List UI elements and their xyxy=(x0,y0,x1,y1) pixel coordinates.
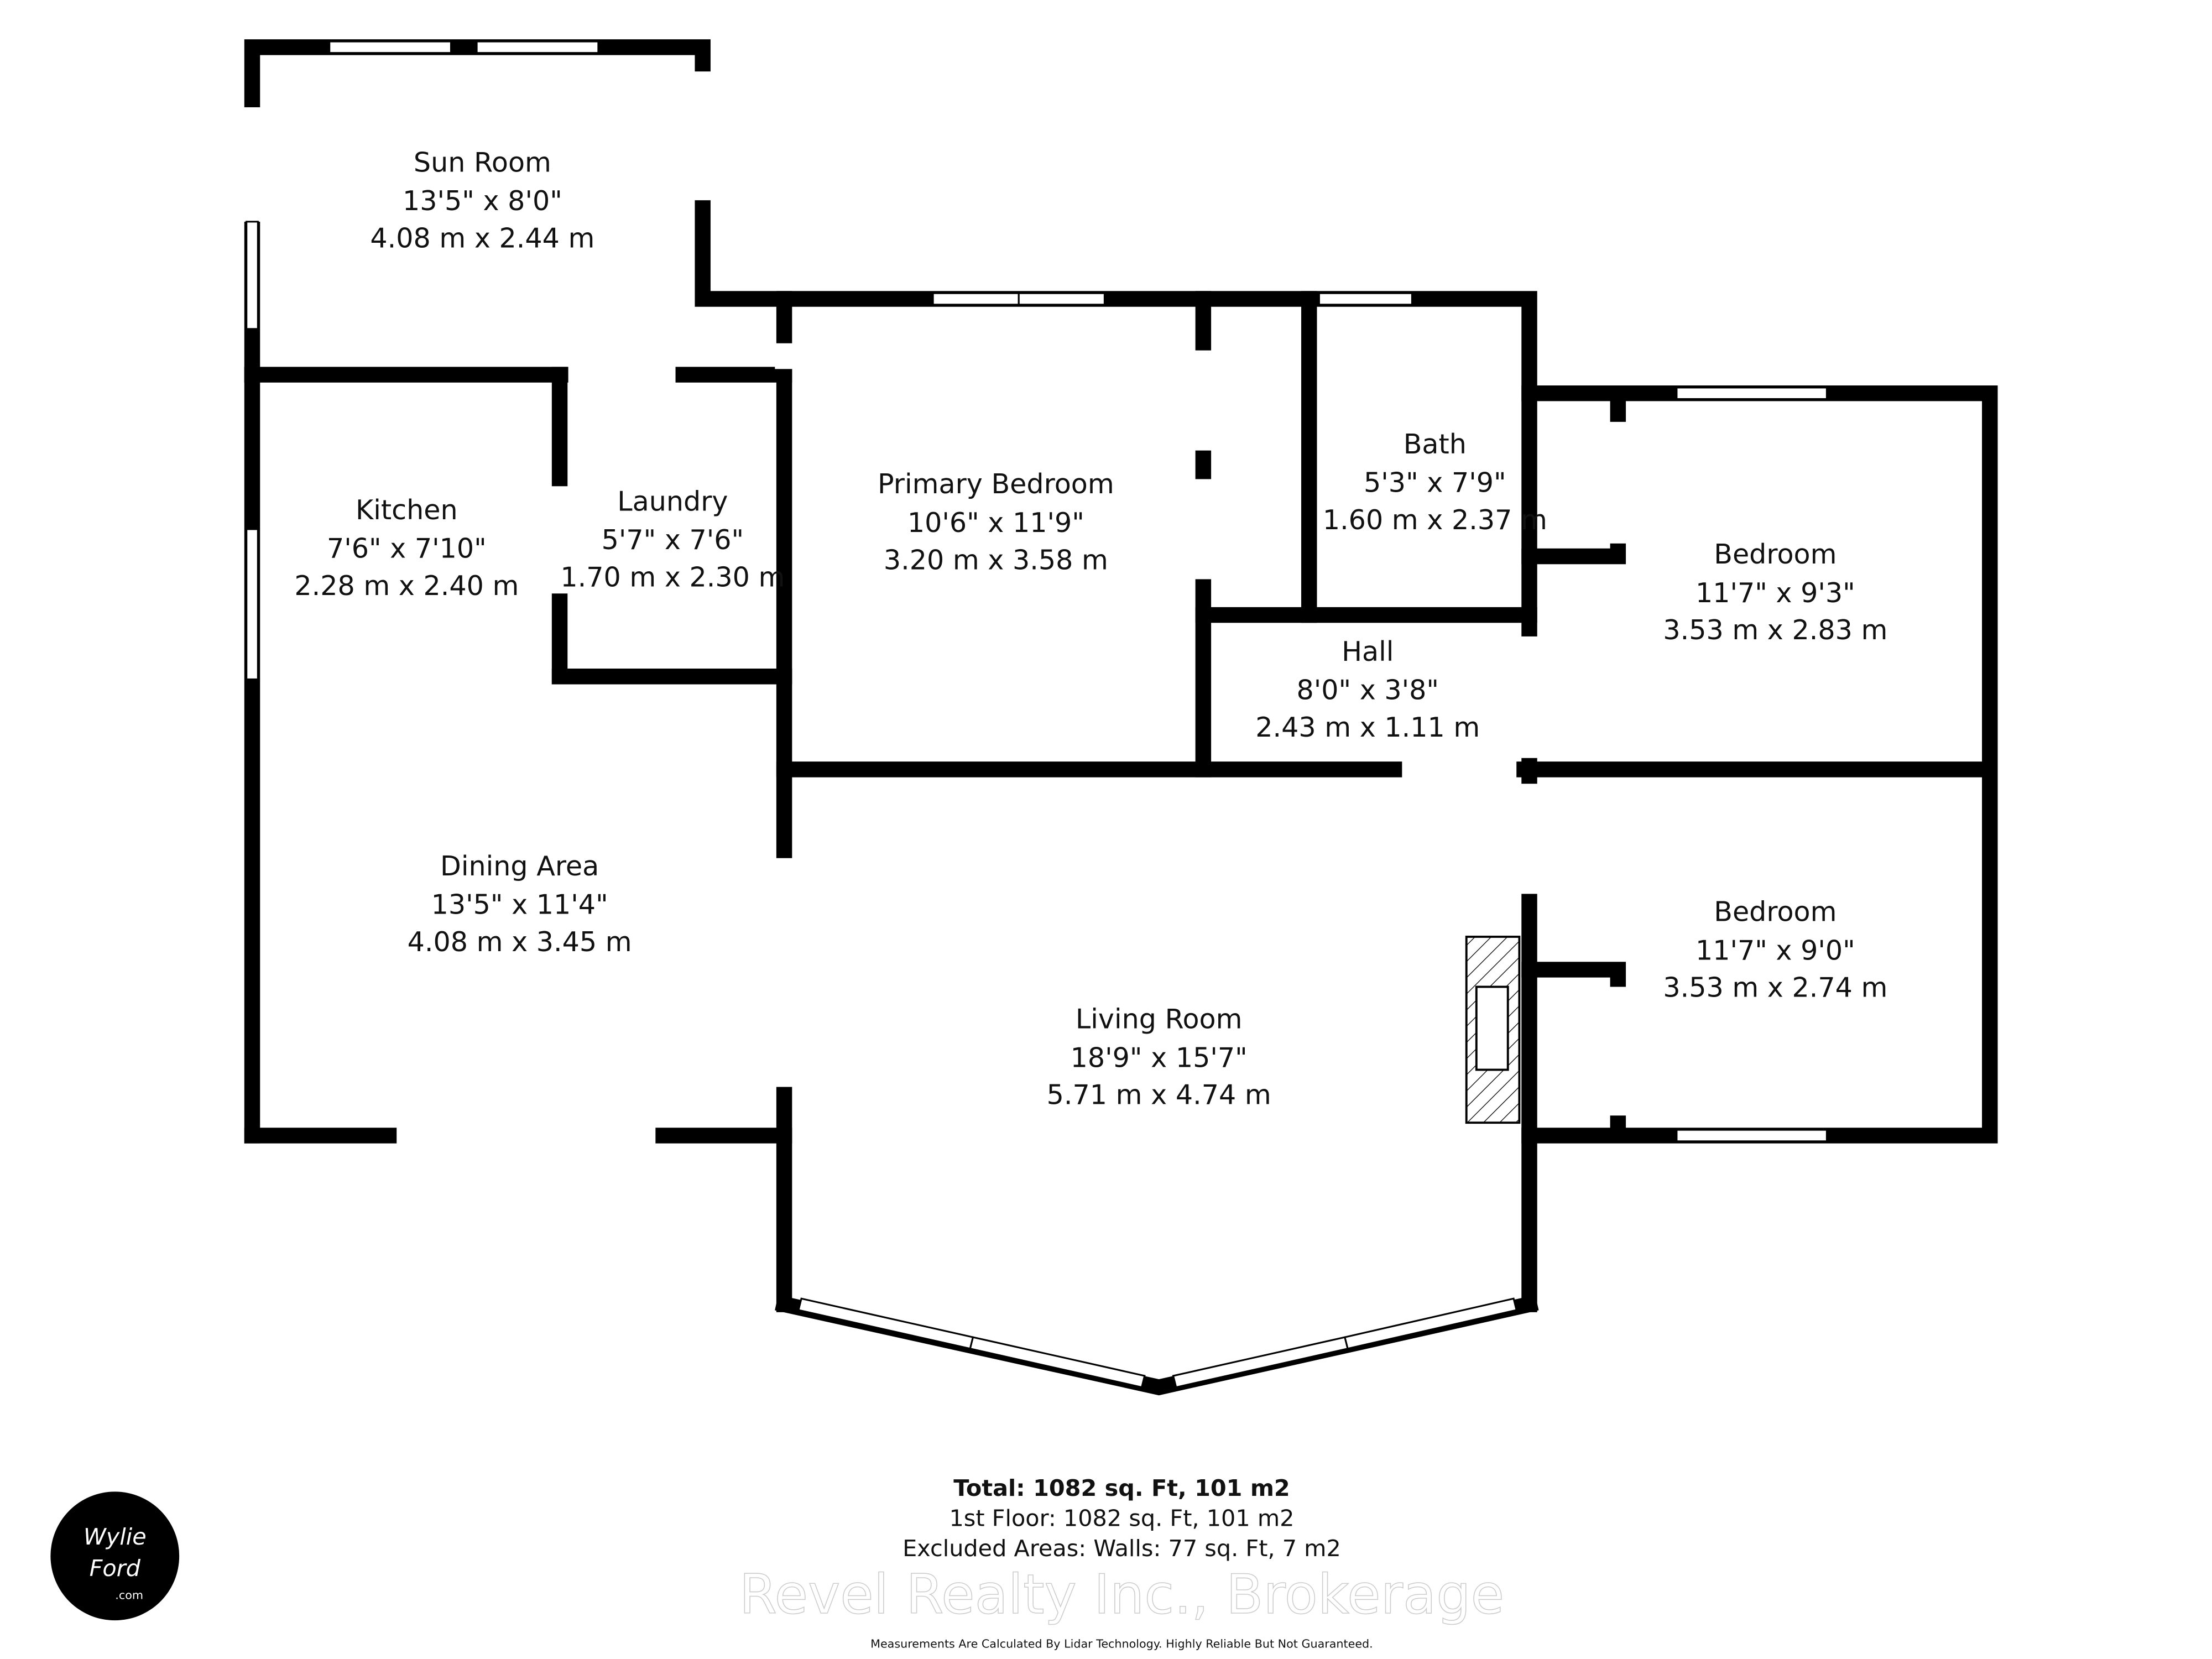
room-hall: Hall 8'0" x 3'8" 2.43 m x 1.11 m xyxy=(1255,635,1480,743)
fireplace xyxy=(1465,936,1521,1124)
walls xyxy=(243,39,1998,1396)
svg-text:3.53 m x 2.83 m: 3.53 m x 2.83 m xyxy=(1663,614,1887,646)
excluded-area: Excluded Areas: Walls: 77 sq. Ft, 7 m2 xyxy=(902,1535,1341,1562)
svg-text:Sun Room: Sun Room xyxy=(414,146,551,178)
room-dining-area: Dining Area 13'5" x 11'4" 4.08 m x 3.45 … xyxy=(408,850,632,958)
svg-text:2.28 m x 2.40 m: 2.28 m x 2.40 m xyxy=(294,570,519,602)
room-primary-bedroom: Primary Bedroom 10'6" x 11'9" 3.20 m x 3… xyxy=(878,468,1114,576)
svg-text:5'3" x 7'9": 5'3" x 7'9" xyxy=(1364,467,1506,499)
windows xyxy=(246,40,1828,1389)
svg-text:Ford: Ford xyxy=(90,1555,141,1582)
total-area: Total: 1082 sq. Ft, 101 m2 xyxy=(953,1475,1290,1501)
svg-text:.com: .com xyxy=(115,1588,143,1601)
logo: Wylie Ford .com xyxy=(50,1491,180,1621)
svg-text:7'6" x 7'10": 7'6" x 7'10" xyxy=(327,533,487,565)
svg-text:Primary Bedroom: Primary Bedroom xyxy=(878,468,1114,500)
room-living-room: Living Room 18'9" x 15'7" 5.71 m x 4.74 … xyxy=(1047,1003,1271,1110)
svg-text:1.60 m x 2.37 m: 1.60 m x 2.37 m xyxy=(1323,504,1547,536)
svg-text:Bath: Bath xyxy=(1404,428,1467,460)
svg-text:Living Room: Living Room xyxy=(1076,1003,1243,1035)
area-summary: Total: 1082 sq. Ft, 101 m2 1st Floor: 10… xyxy=(902,1475,1341,1562)
svg-text:Kitchen: Kitchen xyxy=(356,494,458,526)
room-bedroom-1: Bedroom 11'7" x 9'3" 3.53 m x 2.83 m xyxy=(1663,538,1887,646)
svg-text:8'0" x 3'8": 8'0" x 3'8" xyxy=(1297,674,1439,706)
svg-text:1.70 m x 2.30 m: 1.70 m x 2.30 m xyxy=(560,561,785,593)
svg-text:Hall: Hall xyxy=(1342,635,1394,667)
svg-text:4.08 m x 2.44 m: 4.08 m x 2.44 m xyxy=(370,222,594,254)
svg-text:13'5" x 11'4": 13'5" x 11'4" xyxy=(431,889,608,921)
svg-text:Bedroom: Bedroom xyxy=(1714,538,1837,570)
svg-text:Wylie: Wylie xyxy=(84,1524,147,1550)
room-sun-room: Sun Room 13'5" x 8'0" 4.08 m x 2.44 m xyxy=(370,146,594,254)
svg-text:Laundry: Laundry xyxy=(617,485,728,517)
svg-text:Bedroom: Bedroom xyxy=(1714,896,1837,928)
room-bath: Bath 5'3" x 7'9" 1.60 m x 2.37 m xyxy=(1323,428,1547,536)
svg-text:13'5" x 8'0": 13'5" x 8'0" xyxy=(403,185,562,217)
disclaimer: Measurements Are Calculated By Lidar Tec… xyxy=(870,1637,1373,1650)
svg-text:3.20 m x 3.58 m: 3.20 m x 3.58 m xyxy=(884,544,1108,576)
watermark: Revel Realty Inc., Brokerage xyxy=(739,1563,1504,1626)
svg-text:2.43 m x 1.11 m: 2.43 m x 1.11 m xyxy=(1255,711,1480,743)
svg-text:3.53 m x 2.74 m: 3.53 m x 2.74 m xyxy=(1663,972,1887,1004)
room-kitchen: Kitchen 7'6" x 7'10" 2.28 m x 2.40 m xyxy=(294,494,519,602)
svg-text:4.08 m x 3.45 m: 4.08 m x 3.45 m xyxy=(408,926,632,958)
svg-text:11'7" x 9'0": 11'7" x 9'0" xyxy=(1695,934,1855,966)
svg-text:11'7" x 9'3": 11'7" x 9'3" xyxy=(1695,577,1855,609)
svg-text:5.71 m x 4.74 m: 5.71 m x 4.74 m xyxy=(1047,1079,1271,1111)
svg-text:10'6" x 11'9": 10'6" x 11'9" xyxy=(907,507,1084,539)
svg-text:18'9" x 15'7": 18'9" x 15'7" xyxy=(1071,1041,1248,1073)
room-laundry: Laundry 5'7" x 7'6" 1.70 m x 2.30 m xyxy=(560,485,785,593)
floor-area: 1st Floor: 1082 sq. Ft, 101 m2 xyxy=(949,1505,1294,1531)
svg-text:Dining Area: Dining Area xyxy=(440,850,599,882)
svg-text:5'7" x 7'6": 5'7" x 7'6" xyxy=(602,524,744,556)
room-bedroom-2: Bedroom 11'7" x 9'0" 3.53 m x 2.74 m xyxy=(1663,896,1887,1004)
